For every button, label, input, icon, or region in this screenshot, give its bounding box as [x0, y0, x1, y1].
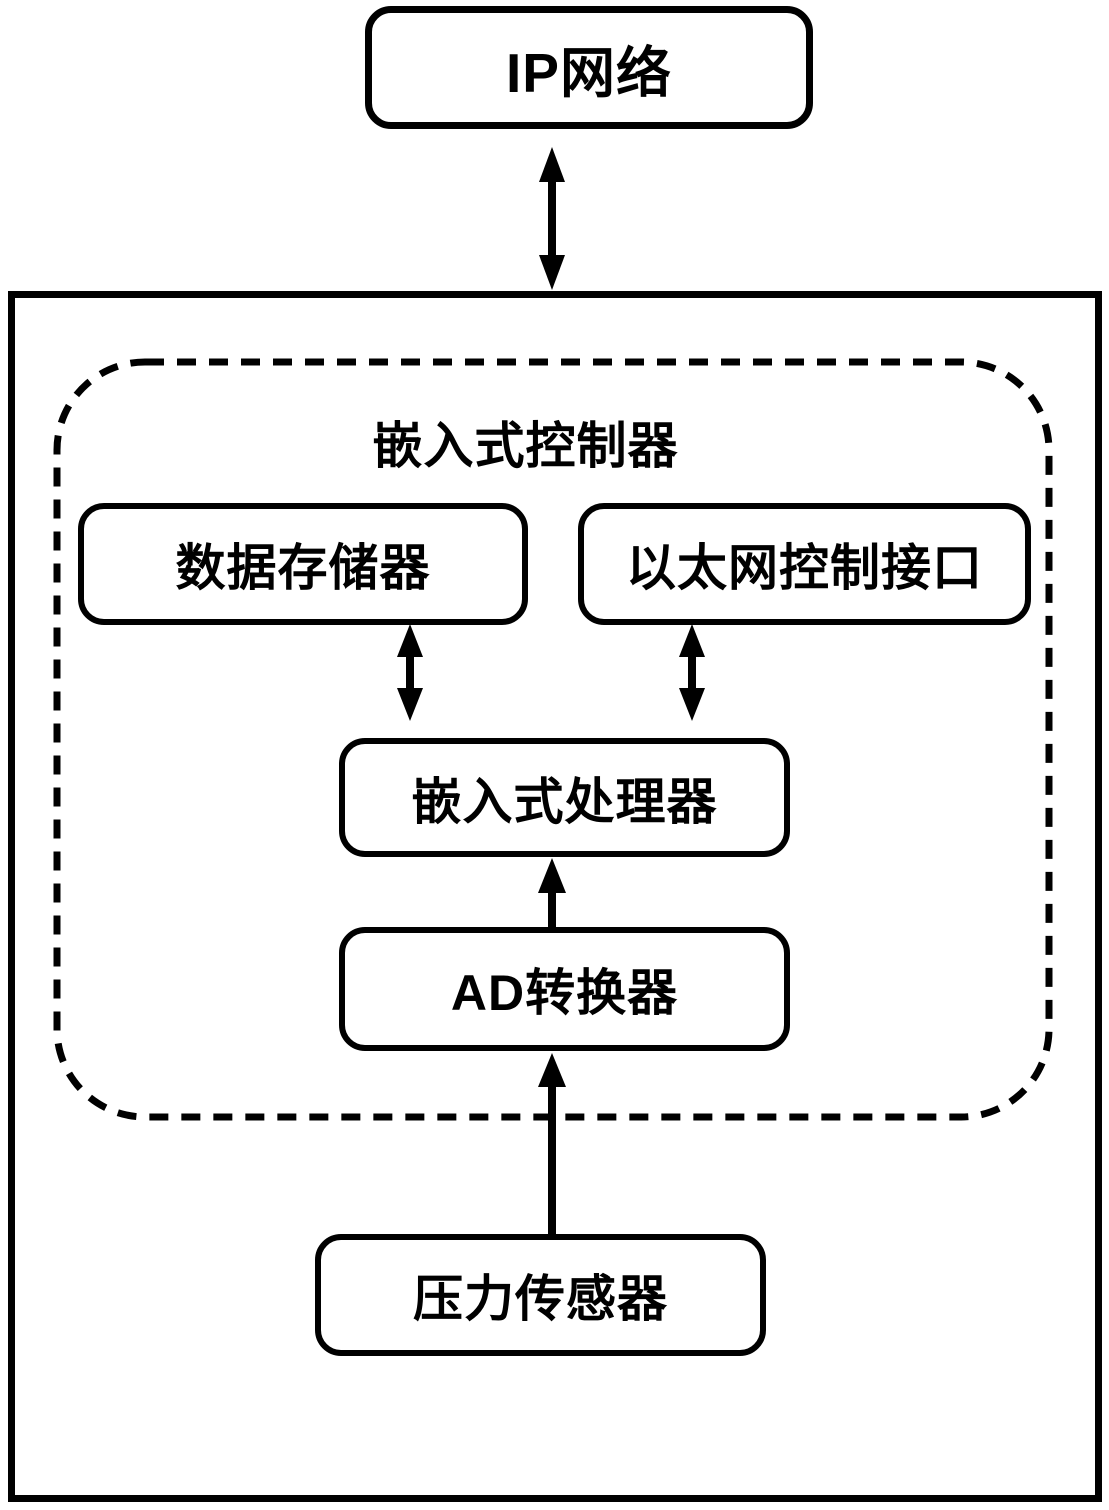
pressure-sensor-box: 压力传感器 — [315, 1234, 766, 1356]
ethernet-interface-box: 以太网控制接口 — [578, 503, 1031, 625]
ethernet-interface-label: 以太网控制接口 — [626, 540, 983, 596]
controller-board-box — [8, 291, 1102, 1502]
arrow-ad-processor-icon — [538, 858, 566, 931]
embedded-controller-dashed-border — [53, 358, 1053, 1121]
ip-network-box: IP网络 — [365, 6, 813, 129]
embedded-processor-box: 嵌入式处理器 — [339, 738, 790, 857]
ad-converter-box: AD转换器 — [339, 927, 790, 1051]
data-storage-label: 数据存储器 — [175, 540, 431, 596]
arrow-ethernet-processor-icon — [679, 624, 705, 721]
data-storage-box: 数据存储器 — [78, 503, 528, 625]
pressure-sensor-label: 压力传感器 — [413, 1271, 668, 1327]
arrow-ip-network-board-icon — [539, 147, 565, 290]
ip-network-label: IP网络 — [506, 41, 672, 104]
arrow-sensor-ad-icon — [538, 1053, 566, 1238]
embedded-controller-label: 嵌入式控制器 — [372, 418, 679, 474]
ad-converter-label: AD转换器 — [450, 965, 679, 1021]
embedded-processor-label: 嵌入式处理器 — [411, 773, 718, 830]
arrow-storage-processor-icon — [397, 624, 423, 721]
